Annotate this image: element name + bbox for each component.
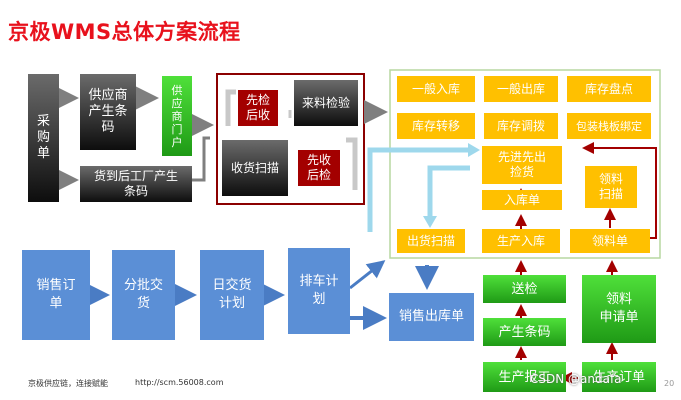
send-inspect-box: 送检 <box>483 275 566 303</box>
stock-transfer-box: 库存转移 <box>397 113 475 139</box>
inbound-order-box: 入库单 <box>482 190 562 210</box>
arrow-cyan-to-ship <box>427 165 470 218</box>
produce-barcode-box: 产生条码 <box>483 318 566 346</box>
arrow-factory-to-inspect <box>192 136 210 182</box>
general-inbound-box: 一般入库 <box>397 76 475 102</box>
supplier-portal-box: 供 应 商 门 户 <box>162 76 192 156</box>
warehouse-group-frame <box>389 69 661 259</box>
arrow-cyan-to-fifo <box>367 147 470 232</box>
arrow-loop-to-fifo <box>582 142 657 239</box>
daily-delivery-plan-box: 日交货 计划 <box>200 250 264 340</box>
material-order-box: 领料单 <box>570 229 650 253</box>
footer-url: http://scm.56008.com <box>135 378 224 387</box>
vehicle-plan-box: 排车计 划 <box>288 248 350 334</box>
supplier-barcode-box: 供应商 产生条 码 <box>80 74 136 150</box>
material-scan-box: 领料 扫描 <box>585 166 637 208</box>
ship-scan-box: 出货扫描 <box>397 229 465 253</box>
arrow-inspect-loop-left <box>225 89 236 126</box>
pack-pallet-bind-box: 包装栈板绑定 <box>567 113 651 139</box>
stock-adjust-box: 库存调拨 <box>484 113 558 139</box>
general-outbound-box: 一般出库 <box>484 76 558 102</box>
inspection-group-frame <box>216 73 365 205</box>
production-order-box: 生产订单 <box>582 362 656 392</box>
page-title: 京极WMS总体方案流程 <box>8 20 241 44</box>
footer-slogan: 京极供应链，连接赋能 <box>28 379 108 388</box>
sales-order-box: 销售订 单 <box>22 250 90 340</box>
receive-scan-box: 收货扫描 <box>222 140 288 196</box>
sales-outbound-box: 销售出库单 <box>389 293 474 341</box>
page-number: 20 <box>664 379 675 388</box>
inspect-first-box: 先检 后收 <box>236 88 280 128</box>
watermark: CSDN @andafa <box>530 372 622 386</box>
production-inbound-box: 生产入库 <box>482 229 560 253</box>
arrow-vehicle-to-warehouse <box>349 260 386 290</box>
fifo-picking-box: 先进先出 捡货 <box>482 146 562 184</box>
purchase-order-box: 采 购 单 <box>28 74 59 202</box>
factory-barcode-box: 货到后工厂产生 条码 <box>80 166 192 202</box>
production-report-box: 生产报工 <box>483 362 566 392</box>
batch-delivery-box: 分批交 货 <box>112 250 175 340</box>
stock-count-box: 库存盘点 <box>567 76 651 102</box>
incoming-inspect-box: 来料检验 <box>294 80 358 126</box>
material-request-box: 领料 申请单 <box>582 275 656 343</box>
arrow-inspect-loop-right <box>346 137 358 190</box>
receive-first-box: 先收 后检 <box>296 148 342 188</box>
